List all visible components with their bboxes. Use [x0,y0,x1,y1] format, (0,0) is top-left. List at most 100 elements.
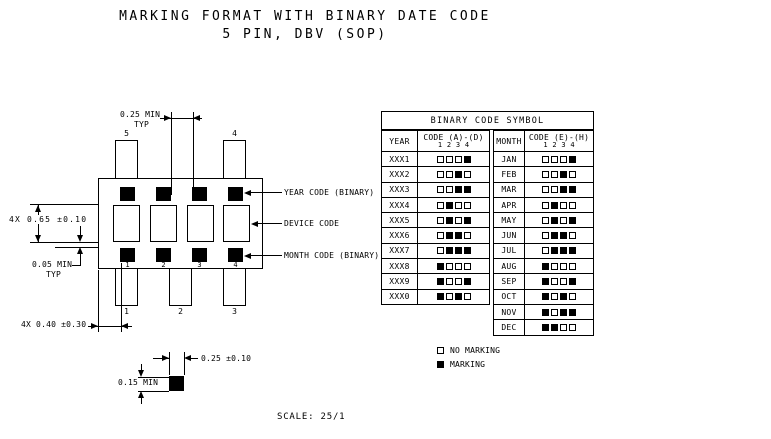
marking-square [542,278,549,286]
pin-4-label: 4 [232,129,237,138]
table-title: BINARY CODE SYMBOL [381,111,594,130]
marking-square [436,278,444,286]
pin-5-label: 5 [124,129,129,138]
dim-arrow-down [77,235,83,242]
no-marking-square [542,186,549,194]
code-cell [525,198,593,212]
mark-number-2: 2 [161,261,166,269]
dim-arrow-stem [141,398,142,404]
pin-5 [115,140,138,179]
no-marking-square [569,262,576,270]
device-code-rect-2 [150,205,177,242]
callout-arrow-device [251,221,258,227]
no-marking-square [551,155,558,163]
dim-leader [72,265,81,266]
dim-arrow-left [193,115,200,121]
pin-3 [223,268,246,306]
device-code-callout-label: DEVICE CODE [284,219,340,228]
mark-number-1: 1 [125,261,130,269]
marking-square [560,170,567,178]
row-label: XXX3 [382,182,418,197]
code-cell [418,183,489,197]
table-row: JUL [494,242,593,259]
no-marking-square [551,186,558,194]
no-marking-square [560,216,567,224]
no-marking-square [454,262,462,270]
table-row: OCT [494,288,593,304]
year-code-mark-4 [228,187,243,201]
legend-marking: MARKING [437,360,485,369]
dim-arrow-left [184,355,191,361]
no-marking-square [454,278,462,286]
dim-extension-line [138,391,169,392]
pin-1-label: 1 [124,307,129,316]
marking-square-icon [437,361,444,368]
no-marking-square [551,278,558,286]
no-marking-square [436,216,444,224]
code-cell [418,167,489,181]
code-cell [525,228,593,242]
no-marking-square [560,201,567,209]
year-column-header: YEAR [382,131,418,151]
dim-extension-line [30,242,98,243]
month-column-header: MONTH [494,131,525,151]
marking-square [454,247,462,255]
pin-4 [223,140,246,179]
dim-extension-line [138,377,169,378]
no-marking-square-icon [437,347,444,354]
row-label: XXX9 [382,274,418,289]
year-code-mark-2 [156,187,171,201]
marking-square [542,308,549,316]
mark-number-3: 3 [197,261,202,269]
marking-square [463,216,471,224]
marking-square [454,232,462,240]
row-label: OCT [494,289,525,304]
marking-square [551,247,558,255]
code-cell [525,183,593,197]
year-code-mark-3 [192,187,207,201]
table-row: XXX9 [382,273,489,289]
marking-square [560,293,567,301]
table-row: XXX7 [382,242,489,259]
row-label: XXX7 [382,243,418,259]
no-marking-square [569,201,576,209]
bit-number: 2 [446,141,452,149]
table-row: XXX0 [382,288,489,304]
device-code-rect-1 [113,205,140,242]
code-cell [525,305,593,319]
drawing-title-line1: MARKING FORMAT WITH BINARY DATE CODE [119,9,491,24]
row-label: AUG [494,259,525,274]
table-row: XXX1 [382,151,489,167]
marking-square [454,170,462,178]
year-code-header-text: CODE (A)-(D) [423,133,484,142]
scale-note: SCALE: 25/1 [277,412,346,422]
row-label: JUL [494,243,525,259]
dim-extension-line [169,352,170,375]
legend-no-marking: NO MARKING [437,346,500,355]
no-marking-square [463,262,471,270]
no-marking-square [454,155,462,163]
detail-width-text: 0.25 ±0.10 [201,354,252,363]
no-marking-square [445,170,453,178]
marking-square [463,155,471,163]
dim-line [160,118,202,119]
code-cell [525,290,593,304]
no-marking-square [436,247,444,255]
no-marking-square [551,293,558,301]
month-code-header-text: CODE (E)-(H) [528,133,590,142]
no-marking-square [436,232,444,240]
code-cell [418,198,489,212]
marking-square [463,186,471,194]
bit-number: 1 [437,141,443,149]
dim-arrow-down [35,235,41,242]
dim-arrow-up [35,205,41,212]
legend-marking-label: MARKING [450,360,486,369]
no-marking-square [542,201,549,209]
bit-number: 2 [552,141,557,149]
code-cell [418,290,489,304]
legend-no-marking-label: NO MARKING [450,346,501,355]
